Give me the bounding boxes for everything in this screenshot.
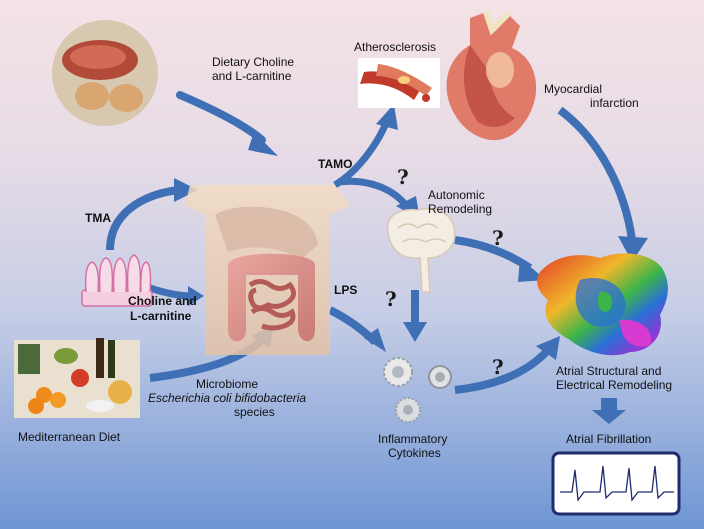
- question-mark-brain-cytokines: ?: [385, 287, 397, 311]
- arrowhead-choline-villi: [188, 286, 204, 306]
- label-tma: TMA: [85, 211, 111, 225]
- arrow-tma: [106, 186, 179, 251]
- label-cytokines: Cytokines: [388, 446, 441, 460]
- brain-image: [386, 208, 456, 293]
- label-autonomic: Autonomic: [428, 188, 485, 202]
- artery-plaque-image: [358, 58, 440, 108]
- arrowhead-cytokines-to-atrial: [536, 336, 560, 360]
- question-mark-cytokines-atrial: ?: [492, 355, 504, 379]
- arrowhead-tma: [174, 178, 198, 202]
- label-atherosclerosis: Atherosclerosis: [354, 40, 437, 54]
- label-electrical-remodeling: Electrical Remodeling: [556, 378, 673, 392]
- arrow-stem-atrial-to-af: [601, 398, 617, 412]
- label-l-carnitine: L-carnitine: [130, 309, 192, 323]
- label-atrial-structural: Atrial Structural and: [556, 364, 662, 378]
- arrowhead-lps: [364, 328, 386, 352]
- arrow-cytokines-to-atrial: [454, 347, 551, 394]
- label-and-l-carnitine: and L-carnitine: [212, 69, 292, 83]
- heart-infarction-image: [446, 11, 537, 141]
- villi-image: [81, 254, 153, 307]
- arrowhead-brain-to-cytokines: [403, 322, 427, 342]
- label-tamo: TAMO: [318, 157, 353, 171]
- label-microbiome: Microbiome: [196, 377, 259, 391]
- label-mediterranean-diet: Mediterranean Diet: [18, 430, 121, 444]
- label-inflammatory: Inflammatory: [378, 432, 448, 446]
- arrow-infarction-to-atrial: [557, 106, 636, 241]
- immune-cells-image: [383, 357, 452, 423]
- label-myocardial: Myocardial: [544, 82, 603, 96]
- label-choline-and: Choline and: [128, 294, 197, 308]
- atrial-map-image: [537, 253, 668, 356]
- question-mark-autonomic: ?: [397, 165, 409, 189]
- label-species: species: [234, 405, 275, 419]
- arrow-tamo-to-atherosclerosis: [333, 116, 392, 189]
- meat-eggs-image: [52, 20, 158, 126]
- label-infarction: infarction: [590, 96, 639, 110]
- arrow-diet-to-gut: [176, 91, 266, 144]
- label-remodeling: Remodeling: [428, 202, 493, 216]
- mediterranean-food-image: [14, 338, 140, 418]
- arrowhead-atrial-to-af: [592, 410, 626, 424]
- ecg-image: [551, 451, 681, 516]
- arrowhead-diet-to-gut: [248, 132, 278, 156]
- question-mark-brain-atrial: ?: [492, 226, 504, 250]
- arrowhead-tamo-to-atherosclerosis: [376, 104, 398, 130]
- label-lps: LPS: [334, 283, 358, 297]
- label-bacteria-species: Escherichia coli bifidobacteria: [148, 391, 307, 405]
- label-atrial-fibrillation: Atrial Fibrillation: [566, 432, 652, 446]
- arrowhead-infarction-to-atrial: [618, 236, 648, 262]
- label-dietary-choline: Dietary Choline: [212, 55, 295, 69]
- intestine-image: [185, 185, 350, 355]
